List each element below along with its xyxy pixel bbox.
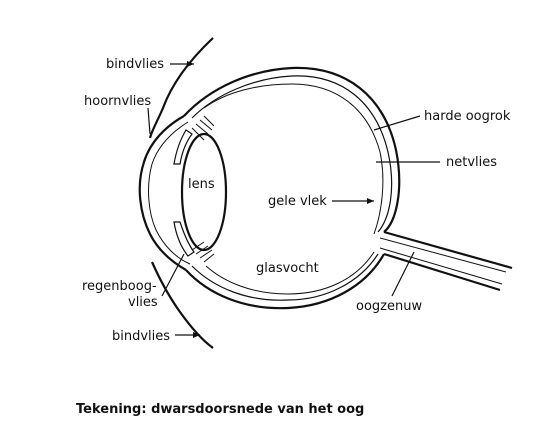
lens [180, 132, 228, 252]
sclera-inner [191, 75, 393, 301]
pointer-regenboogvlies [161, 253, 185, 297]
label-netvlies: netvlies [446, 155, 497, 170]
label-gele-vlek: gele vlek [268, 194, 327, 209]
label-regenboogvlies-line2: vlies [128, 295, 158, 310]
optic-nerve [383, 230, 513, 292]
label-bindvlies-bottom: bindvlies [112, 329, 170, 344]
label-hoornvlies: hoornvlies [84, 94, 151, 109]
pointer-harde-oogrok [373, 115, 421, 131]
optic-nerve-inner [379, 237, 507, 285]
label-regenboogvlies-line1: regenboog- [82, 279, 157, 294]
label-lens: lens [188, 177, 215, 192]
cornea [138, 115, 187, 271]
label-bindvlies-top: bindvlies [106, 57, 164, 72]
label-oogzenuw: oogzenuw [356, 299, 422, 314]
cornea-inner [148, 121, 191, 265]
pointer-hoornvlies [147, 107, 151, 135]
lower-eyelid [150, 261, 214, 349]
sclera-outer [183, 66, 401, 310]
iris-upper [173, 129, 193, 165]
pointer-oogzenuw [391, 251, 415, 297]
iris-lower [173, 221, 195, 257]
retina [203, 83, 384, 295]
upper-eyelid [148, 37, 214, 139]
diagram-caption: Tekening: dwarsdoorsnede van het oog [76, 402, 365, 417]
label-glasvocht: glasvocht [256, 261, 319, 276]
label-harde-oogrok: harde oogrok [424, 109, 511, 124]
ciliary-body-upper [191, 115, 215, 141]
